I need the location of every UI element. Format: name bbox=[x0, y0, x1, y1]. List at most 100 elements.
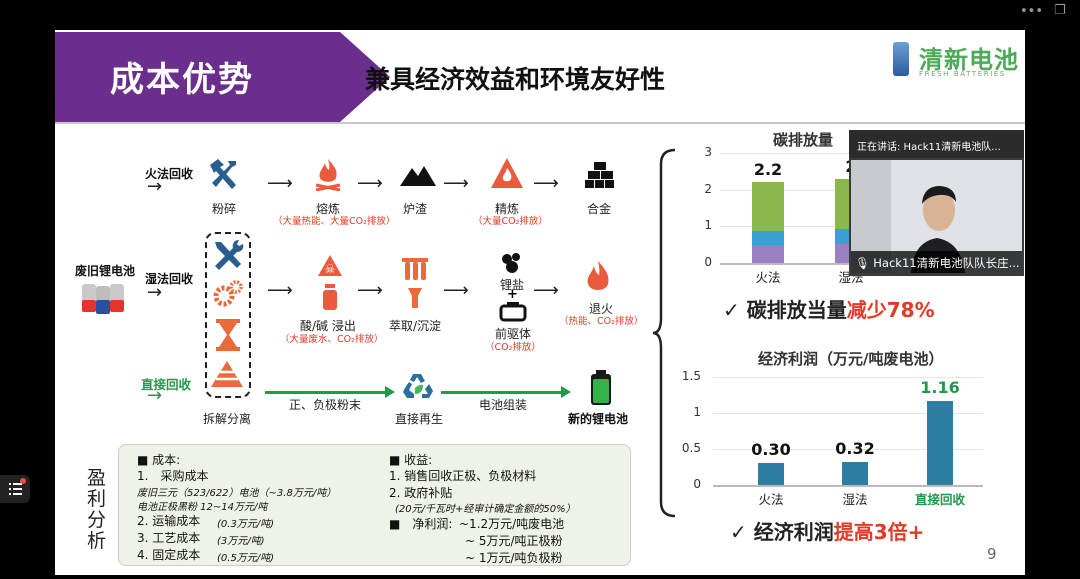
test-tubes-icon bbox=[402, 258, 428, 308]
chart-title-carbon: 碳排放量 bbox=[773, 131, 834, 149]
step-direct-regen: 直接再生 bbox=[395, 412, 444, 426]
y-tick: 0 bbox=[704, 255, 712, 269]
gridline bbox=[720, 189, 900, 191]
cost-item-note: (3万元/吨) bbox=[217, 536, 265, 547]
bar bbox=[927, 401, 953, 485]
x-axis bbox=[713, 485, 983, 487]
check-icon: ✓ bbox=[730, 520, 747, 544]
green-arrow-line bbox=[441, 391, 563, 394]
battery-logo-icon bbox=[893, 42, 909, 76]
cost-item-note: (0.3万元/吨) bbox=[217, 519, 275, 530]
pyramid-icon bbox=[211, 361, 243, 387]
green-arrow-head bbox=[385, 386, 395, 398]
precursor-note: （CO₂排放） bbox=[485, 342, 541, 353]
arrow-icon: ⟶ bbox=[357, 173, 383, 194]
y-tick: 1 bbox=[693, 405, 701, 419]
gold-bars-icon bbox=[585, 162, 614, 188]
cost-header: ■ 成本: bbox=[137, 453, 181, 467]
arrow-icon: ⟶ bbox=[267, 280, 293, 301]
y-tick: 1 bbox=[704, 218, 712, 233]
step-alloy: 合金 bbox=[587, 202, 612, 216]
net-profit-item: ~ 1万元/吨负极粉 bbox=[465, 551, 563, 565]
net-profit-item: ~ 5万元/吨正极粉 bbox=[465, 534, 563, 548]
restore-window-icon[interactable]: ❐ bbox=[1054, 3, 1066, 18]
y-tick: 2 bbox=[704, 181, 712, 196]
disassembly-group bbox=[205, 232, 251, 398]
refine-note: （大量CO₂排放） bbox=[473, 216, 548, 227]
revenue-item-note: (20元/千瓦时+经审计确定金额的50%） bbox=[395, 504, 576, 515]
revenue-header: ■ 收益: bbox=[389, 453, 433, 467]
speaking-label: 正在讲话: Hack11清新电池队... bbox=[857, 142, 1001, 153]
direct-label: 直接回收 bbox=[141, 377, 192, 392]
carbon-summary-text: 碳排放当量 bbox=[746, 298, 847, 322]
leach-note: （大量废水、CO₂排放） bbox=[280, 334, 384, 345]
chart-title-profit: 经济利润（万元/吨废电池） bbox=[758, 350, 944, 368]
profit-box: ■ 成本: 1. 采购成本 废旧三元（523/622）电池（~3.8万元/吨） … bbox=[118, 444, 631, 566]
bar-segment bbox=[752, 230, 784, 246]
cost-item-note: (0.5万元/吨) bbox=[217, 553, 275, 564]
gears-icon bbox=[213, 280, 243, 307]
cost-item: 电池正极黑粉 12~14万元/吨 bbox=[137, 502, 268, 513]
svg-text:☠: ☠ bbox=[325, 262, 336, 276]
check-icon: ✓ bbox=[723, 298, 740, 322]
y-tick: 3 bbox=[704, 145, 712, 159]
cost-item: 1. 采购成本 bbox=[137, 469, 209, 483]
video-tile[interactable]: 正在讲话: Hack11清新电池队... 🎙 Hack11清新电池队队长庄... bbox=[849, 130, 1024, 276]
data-label: 2.2 bbox=[753, 160, 783, 180]
category-label: 火法 bbox=[755, 270, 781, 285]
arrow-icon: ⟶ bbox=[443, 280, 469, 301]
side-menu-button[interactable] bbox=[0, 475, 30, 503]
step-leach: 酸/碱 浸出 bbox=[300, 319, 356, 333]
step-lithium-salt: 锂盐 bbox=[500, 278, 525, 292]
net-profit-item: ~1.2万元/吨废电池 bbox=[459, 517, 565, 531]
green-arrow-head bbox=[561, 386, 571, 398]
new-battery-icon bbox=[591, 370, 611, 405]
salt-crystals-icon bbox=[502, 253, 520, 273]
arrow-icon: → bbox=[147, 282, 163, 303]
pyro-label: 火法回收 bbox=[145, 167, 194, 181]
arrow-icon: → bbox=[147, 176, 163, 197]
bar bbox=[758, 463, 784, 485]
logo-text: 清新电池 bbox=[919, 46, 1019, 74]
electrode-powder-label: 正、负极粉末 bbox=[289, 398, 362, 412]
page-number: 9 bbox=[987, 545, 997, 563]
arrow-icon: → bbox=[147, 385, 163, 406]
arrow-icon: ⟶ bbox=[357, 280, 383, 301]
profit-summary: ✓ 经济利润提高3倍+ bbox=[730, 516, 924, 545]
revenue-item: 1. 销售回收正极、负极材料 bbox=[389, 469, 537, 483]
bar-segment bbox=[752, 245, 784, 263]
presentation-slide: 成本优势 兼具经济效益和环境友好性 清新电池 FRESH BATTERIES 火… bbox=[55, 30, 1025, 575]
gridline bbox=[713, 449, 983, 450]
carbon-summary: ✓ 碳排放当量减少78% bbox=[723, 294, 935, 323]
green-arrow-line bbox=[265, 391, 387, 394]
waste-battery-label: 废旧锂电池 bbox=[75, 264, 136, 278]
hourglass-icon bbox=[216, 319, 240, 351]
net-profit-header: ■ 净利润: bbox=[389, 517, 453, 531]
gridline bbox=[713, 377, 983, 378]
data-label: 1.16 bbox=[920, 378, 960, 398]
y-tick: 1.5 bbox=[681, 369, 701, 383]
arrow-icon: ⟶ bbox=[533, 280, 559, 301]
plus-sign: + bbox=[507, 287, 518, 302]
participant-name: Hack11清新电池队队长庄... bbox=[873, 256, 1020, 270]
gridline bbox=[720, 226, 900, 228]
bar bbox=[842, 461, 868, 485]
category-label: 直接回收 bbox=[914, 492, 965, 507]
hydro-label: 湿法回收 bbox=[145, 272, 194, 286]
logo-subtext: FRESH BATTERIES bbox=[919, 70, 1006, 78]
anneal-note: （热能、CO₂排放） bbox=[559, 316, 644, 327]
data-label: 0.32 bbox=[835, 438, 875, 458]
revenue-item: 2. 政府补贴 bbox=[389, 486, 453, 500]
hammer-icon bbox=[210, 159, 236, 189]
list-menu-icon bbox=[9, 478, 26, 495]
carbon-summary-highlight: 减少78% bbox=[846, 298, 935, 322]
brace-icon bbox=[653, 148, 676, 518]
title-banner bbox=[55, 32, 340, 122]
speaking-indicator: 正在讲话: Hack11清新电池队... bbox=[849, 130, 1024, 158]
fire-icon bbox=[315, 159, 341, 191]
more-icon[interactable]: ••• bbox=[1020, 4, 1044, 19]
step-anneal: 退火 bbox=[589, 302, 614, 316]
smelt-note: （大量热能、大量CO₂排放） bbox=[273, 216, 396, 227]
new-battery-label: 新的锂电池 bbox=[568, 412, 629, 426]
